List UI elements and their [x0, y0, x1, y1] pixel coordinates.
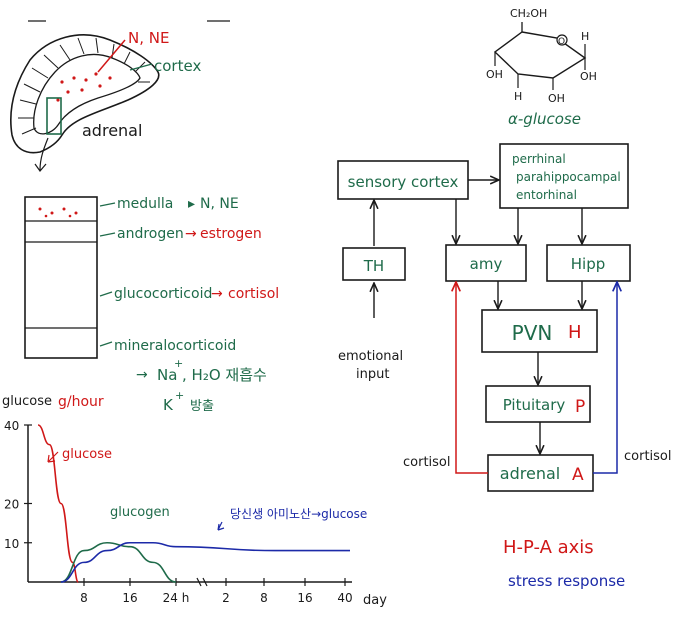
medulla-outline [33, 53, 141, 135]
th-label: TH [363, 257, 384, 275]
adrenal-layers: medulla ▸ N, NE androgen → estrogen gluc… [24, 196, 279, 414]
hpa-subtitle: stress response [508, 572, 625, 590]
mineralocorticoid-label: mineralocorticoid [114, 338, 236, 354]
pvn-label: PVN [512, 321, 553, 345]
medulla-products: N, NE [200, 196, 239, 212]
adrenal-organ-label: adrenal [82, 121, 142, 140]
series-label-glucogen: glucogen [110, 505, 170, 520]
glucocorticoid-label: glucocorticoid [114, 286, 212, 302]
glucose-bottom-h: H [514, 90, 522, 103]
series-line-gluconeogenesis [60, 541, 350, 583]
chart-series [37, 424, 350, 583]
chart-x-unit: day [363, 593, 387, 608]
svg-text:→: → [185, 226, 197, 242]
adrenal-gland-sketch: N, NE cortex adrenal [10, 20, 230, 172]
glucose-left-oh: OH [486, 68, 503, 81]
chart-ylabel-unit: g/hour [58, 394, 104, 410]
axis-break [196, 577, 208, 587]
svg-text:▸: ▸ [188, 196, 195, 212]
sodium-ion: Na [157, 366, 177, 384]
cortisol-label-left: cortisol [403, 455, 451, 470]
x-tick-label-day: 2 [222, 591, 230, 605]
svg-text:+: + [175, 389, 184, 402]
svg-text:→: → [211, 286, 223, 302]
pituitary-hormone: P [575, 397, 585, 417]
pituitary-box [485, 385, 591, 423]
medulla-layer-label: medulla [117, 196, 173, 212]
glucose-name: α-glucose [508, 110, 581, 128]
pituitary-label: Pituitary [503, 396, 566, 414]
sodium-effect: , H₂O 재흡수 [182, 366, 267, 384]
emotional-input-line2: input [356, 367, 389, 382]
hippocampus-label: Hipp [571, 255, 606, 273]
x-tick-label-hour: 8 [80, 591, 88, 605]
series-line-glucogen [60, 541, 177, 583]
amygdala-box [445, 244, 527, 282]
glucose-ch2oh: CH₂OH [510, 7, 547, 20]
adrenal-hormone: A [572, 465, 584, 485]
x-tick-label-day: 40 [337, 591, 352, 605]
potassium-ion: K [163, 396, 174, 414]
glucose-bottom-oh: OH [548, 92, 565, 105]
layer-column [24, 196, 98, 359]
chart-ylabel: glucose [2, 394, 52, 409]
medulla-label: N, NE [128, 29, 169, 47]
medulla-dots [56, 72, 112, 102]
glucose-right-oh: OH [580, 70, 597, 83]
alpha-glucose-structure: CH₂OH O H OH OH H OH α-glucose [486, 7, 597, 128]
x-tick-label-hour: 16 [122, 591, 137, 605]
series-label-glucose: glucose [62, 447, 112, 462]
androgen-label: androgen [117, 226, 184, 242]
perirhinal-label: perrhinal [512, 152, 566, 166]
pvn-hormone: H [568, 322, 582, 343]
x-tick-label-day: 16 [297, 591, 312, 605]
glucose-ring [493, 31, 587, 79]
glucose-right-h: H [581, 30, 589, 43]
y-tick-label: 10 [4, 537, 19, 551]
th-box [342, 247, 406, 281]
cortisol-feedback-amygdala [456, 283, 488, 474]
parahippocampal-label: parahippocampal [516, 170, 621, 184]
potassium-effect: 방출 [190, 399, 214, 414]
hippocampus-box [546, 244, 631, 282]
amygdala-label: amy [470, 255, 503, 273]
svg-text:→: → [136, 367, 148, 383]
cortisol-label: cortisol [228, 286, 279, 302]
cortisol-feedback-hippocampus [593, 283, 617, 474]
pvn-box [481, 309, 598, 353]
section-box [46, 97, 62, 135]
y-tick-label: 40 [4, 419, 19, 433]
cortex-label: cortex [154, 57, 201, 75]
hpa-axis-diagram: sensory cortex perrhinal parahippocampal… [337, 143, 672, 590]
y-tick-label: 20 [4, 498, 19, 512]
hpa-title: H-P-A axis [503, 537, 594, 558]
cortisol-label-right: cortisol [624, 449, 672, 464]
sensory-cortex-label: sensory cortex [348, 173, 459, 191]
x-tick-label-day: 8 [260, 591, 268, 605]
emotional-input-line1: emotional [338, 349, 403, 364]
chart-x-ticks: 8 16 24 h 2 8 16 40 [80, 578, 353, 605]
svg-text:+: + [174, 357, 183, 370]
glucose-ring-oxygen: O [558, 37, 565, 47]
entorhinal-label: entorhinal [516, 188, 577, 202]
series-label-gluconeogenesis: 당신생 아미노산→glucose [230, 507, 367, 521]
chart-y-ticks: 40 20 10 [4, 419, 32, 551]
estrogen-label: estrogen [200, 226, 262, 242]
parahippocampal-region-box [499, 143, 629, 209]
series-line-glucose [37, 424, 80, 583]
x-tick-label-hour: 24 h [163, 591, 190, 605]
adrenal-label: adrenal [500, 464, 560, 483]
glucose-source-chart: glucose g/hour 40 20 10 8 16 24 h 2 8 16 40 gluc… [2, 394, 387, 608]
